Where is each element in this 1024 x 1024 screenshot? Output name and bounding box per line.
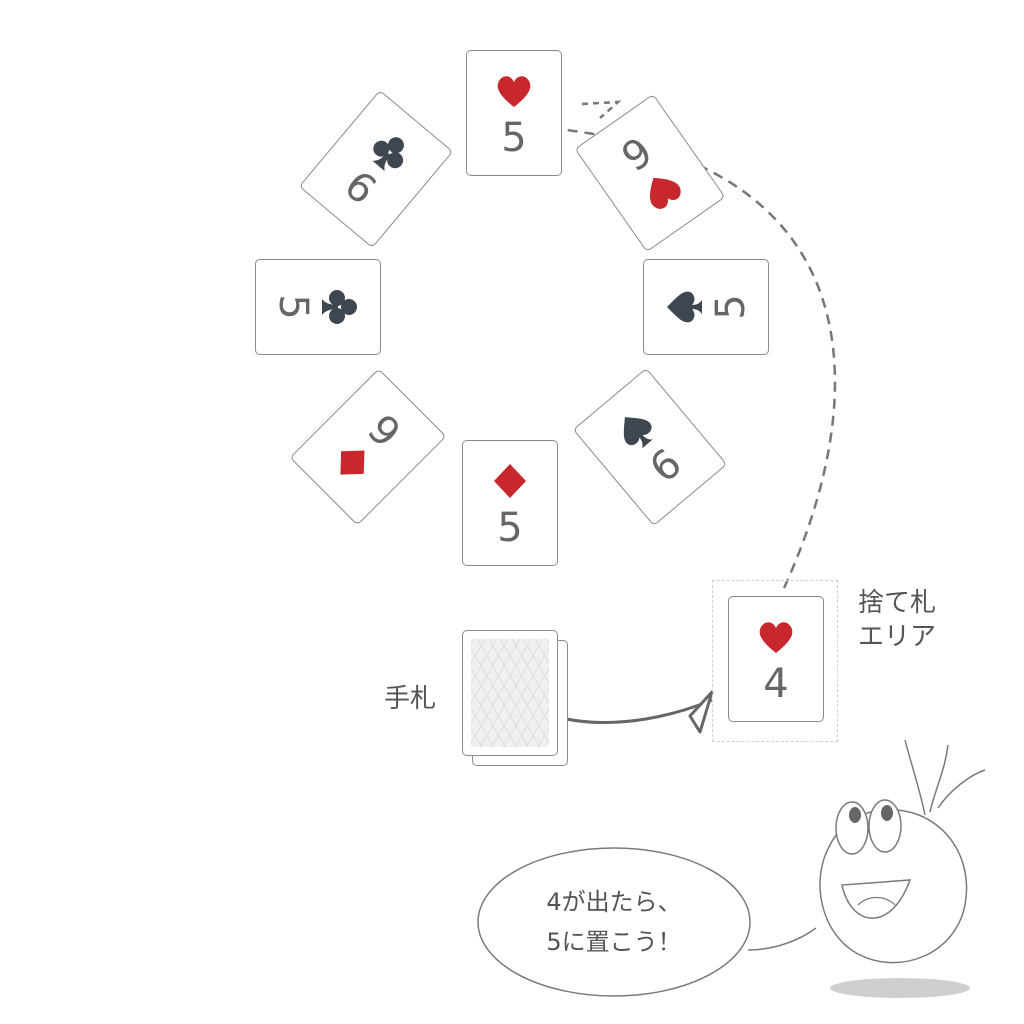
speech-line1: 4が出たら、	[546, 888, 682, 916]
table-card-left[interactable]: 5	[255, 259, 381, 355]
table-card-top-left[interactable]: 6	[298, 89, 454, 249]
discard-card[interactable]: 4	[728, 596, 824, 722]
diamond-icon	[324, 434, 381, 491]
table-card-top-right[interactable]: 6	[574, 93, 726, 253]
heart-icon	[756, 617, 796, 657]
hand-label: 手札	[384, 684, 437, 714]
club-icon	[362, 124, 418, 180]
card-rank: 4	[763, 661, 789, 707]
discard-label-line1: 捨て札	[858, 588, 937, 618]
heart-icon	[635, 163, 691, 219]
diamond-icon	[490, 461, 530, 501]
table-card-bottom[interactable]: 5	[462, 440, 558, 566]
card-back-pattern	[471, 639, 549, 747]
speech-line2: 5に置こう！	[546, 928, 682, 956]
table-card-bottom-left[interactable]: 6	[289, 368, 447, 526]
table-card-top[interactable]: 5	[466, 50, 562, 176]
card-rank: 5	[708, 294, 754, 320]
spade-icon	[664, 287, 704, 327]
discard-label-line2: エリア	[858, 622, 937, 652]
hand-card-back	[462, 630, 558, 756]
card-rank: 5	[270, 294, 316, 320]
table-card-right[interactable]: 5	[643, 259, 769, 355]
card-rank: 5	[497, 505, 523, 551]
heart-icon	[494, 71, 534, 111]
spade-icon	[608, 402, 664, 458]
speech-bubble-text: 4が出たら、 5に置こう！	[478, 848, 750, 996]
solid-arrow-head	[688, 690, 714, 734]
mascot-character	[819, 739, 986, 998]
club-icon	[320, 287, 360, 327]
table-card-bottom-right[interactable]: 6	[572, 367, 728, 527]
speech-bubble	[477, 847, 751, 997]
hand-deck[interactable]	[462, 630, 572, 770]
discard-area[interactable]	[712, 580, 838, 742]
dashed-arrow-head	[581, 100, 622, 119]
speech-bubble-tail	[747, 927, 817, 951]
card-rank: 5	[501, 115, 527, 161]
